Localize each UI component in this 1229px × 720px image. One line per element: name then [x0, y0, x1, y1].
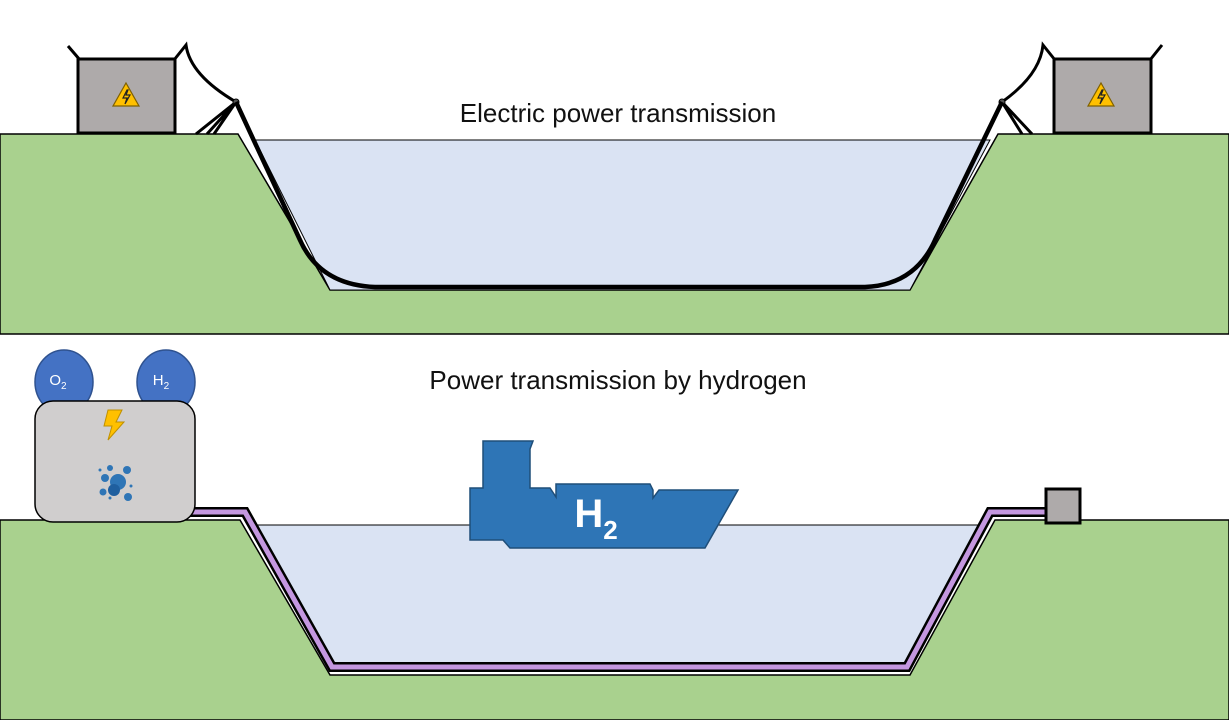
hydrogen-water	[255, 525, 985, 666]
lightning-icon	[103, 409, 126, 441]
electric-water	[254, 139, 991, 291]
right-pylon	[1000, 100, 1034, 136]
ship-cargo-label: H2	[574, 492, 617, 545]
left-pylon	[195, 100, 238, 136]
electrolyzer	[34, 400, 196, 523]
hydrogen-ship	[469, 440, 740, 549]
right-cable-stub	[1148, 44, 1164, 61]
oxygen-tank-label: O2	[49, 372, 67, 392]
hydrogen-panel: O2 H2 H2 Power transmission by hydrogen	[0, 349, 1229, 720]
bubbles-icon	[98, 465, 133, 501]
right-cable-drop	[1001, 41, 1057, 104]
hydrogen-tank-label: H2	[153, 372, 170, 392]
electric-land	[0, 133, 1229, 335]
electric-panel-title: Electric power transmission	[460, 98, 776, 128]
hydrogen-land	[0, 519, 1229, 720]
pipeline-receiver	[1044, 487, 1082, 525]
high-voltage-warning-icon	[111, 81, 141, 107]
left-cable-drop	[172, 41, 237, 104]
submarine-power-cable	[233, 101, 1005, 290]
hydrogen-panel-title: Power transmission by hydrogen	[429, 365, 806, 395]
left-cable-stub	[66, 45, 82, 61]
high-voltage-warning-icon	[1086, 81, 1116, 107]
electric-panel: Electric power transmission	[0, 41, 1229, 335]
